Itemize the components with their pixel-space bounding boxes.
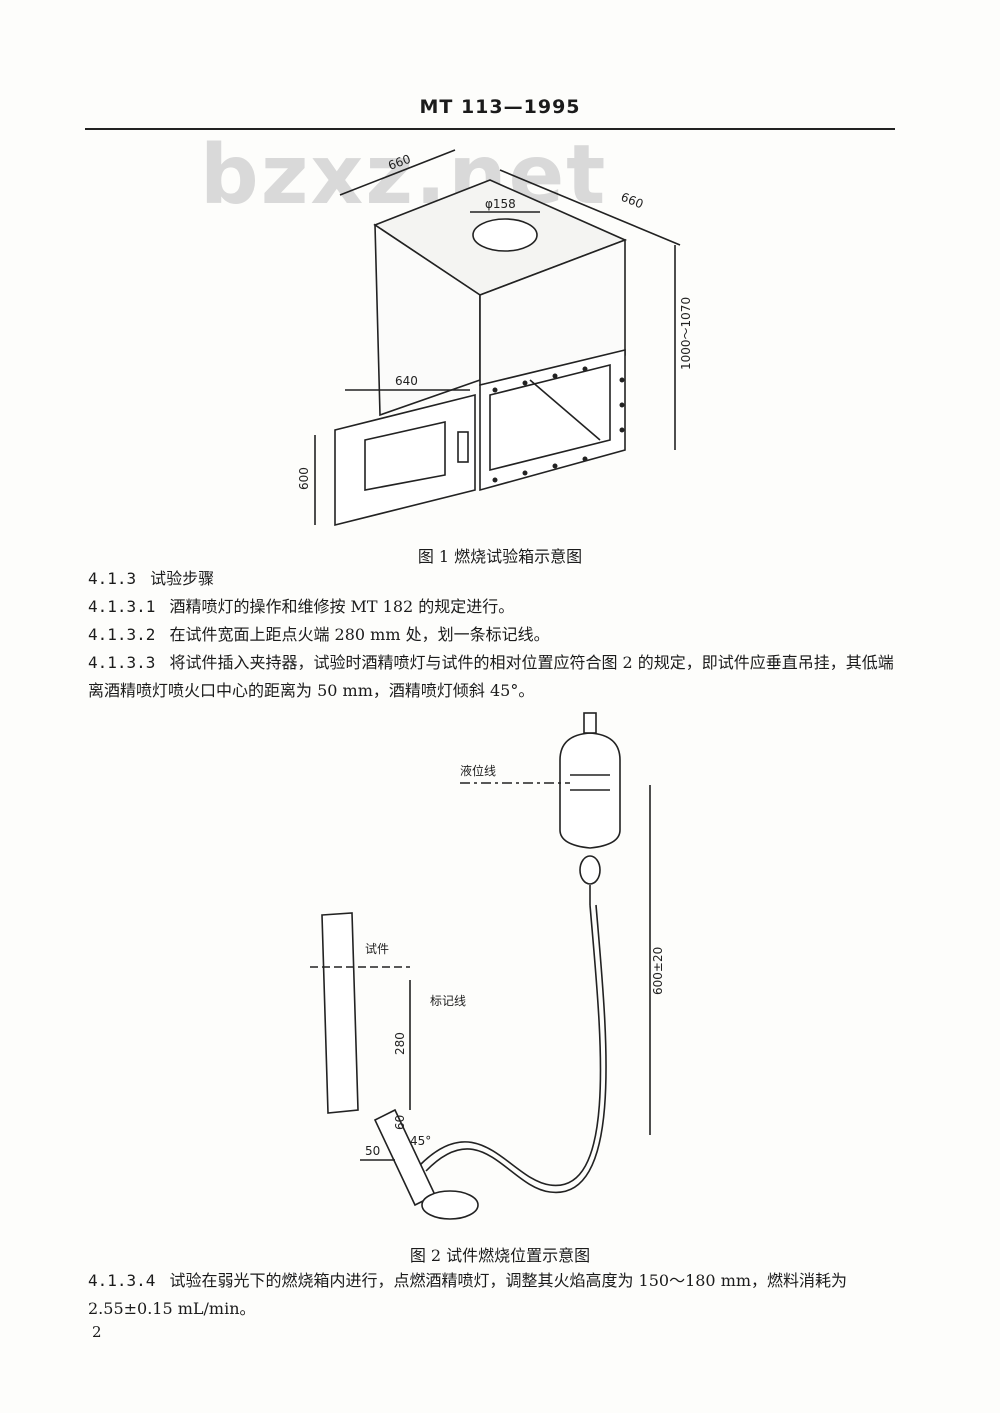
section-text: 将试件插入夹持器，试验时酒精喷灯与试件的相对位置应符合图 2 的规定，即试件应垂… [88,653,894,700]
figure2-label-mark: 标记线 [430,994,466,1008]
header-rule [85,128,895,130]
section-number: 4.1.3.3 [88,653,156,672]
figure2-dim-600: 600±20 [651,947,665,995]
section-number: 4.1.3 [88,569,137,588]
figure1-dim-top-right: 660 [619,190,645,212]
figure2-drawing: 试件 标记线 液位线 280 60 50 45° 600±20 [310,712,665,1220]
document-header: MT 113—1995 [419,96,581,118]
figure2-dim-280: 280 [393,1032,407,1055]
section-text: 在试件宽面上距点火端 280 mm 处，划一条标记线。 [169,625,550,644]
figure2-label-level: 液位线 [460,763,496,778]
figure1-dim-window-width: 640 [395,374,418,388]
figure1-caption: 图 1 燃烧试验箱示意图 [417,547,583,566]
figure2-caption: 图 2 试件燃烧位置示意图 [409,1246,591,1265]
section-number: 4.1.3.1 [88,597,156,616]
figure1-drawing: 660 660 φ158 1000～1070 640 600 [297,149,693,527]
section-text: 试验步骤 [150,569,215,588]
section-4-1-3-2: 4.1.3.2 在试件宽面上距点火端 280 mm 处，划一条标记线。 [88,621,908,649]
section-4-1-3: 4.1.3 试验步骤 [88,565,908,593]
figure1-dim-window-height: 600 [297,467,311,490]
figure1-dim-hole: φ158 [485,197,516,211]
section-number: 4.1.3.2 [88,625,156,644]
section-text: 酒精喷灯的操作和维修按 MT 182 的规定进行。 [169,597,515,616]
section-text: 试验在弱光下的燃烧箱内进行，点燃酒精喷灯，调整其火焰高度为 150～180 mm… [88,1271,848,1318]
figure2-dim-60: 60 [393,1115,407,1130]
figure2-label-specimen: 试件 [365,941,389,956]
section-number: 4.1.3.4 [88,1271,156,1290]
figure1-dim-height: 1000～1070 [679,297,693,370]
figure2-dim-45: 45° [410,1134,431,1148]
section-4-1-3-1: 4.1.3.1 酒精喷灯的操作和维修按 MT 182 的规定进行。 [88,593,908,621]
page-number: 2 [92,1323,102,1341]
figure1-dim-top-left: 660 [386,152,412,173]
figure2-dim-50: 50 [365,1144,380,1158]
